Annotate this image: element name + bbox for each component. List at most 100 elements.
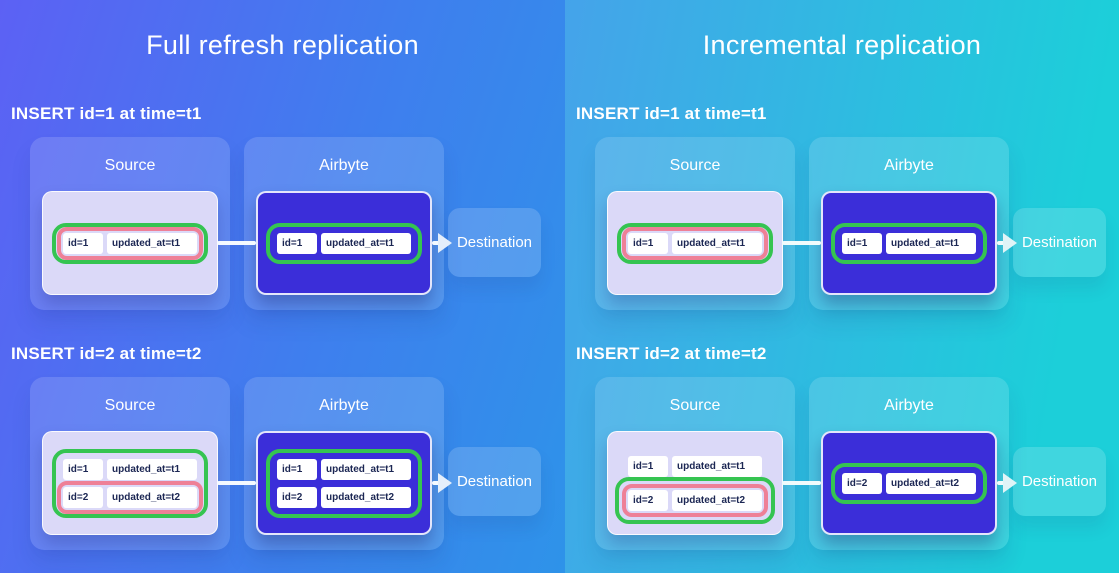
- destination-card: Destination: [448, 208, 541, 277]
- card-title: Airbyte: [884, 157, 934, 174]
- card-title: Airbyte: [319, 397, 369, 414]
- destination-label: Destination: [1021, 234, 1098, 251]
- destination-label: Destination: [456, 473, 533, 490]
- cell-id: id=1: [63, 232, 103, 254]
- destination-card: Destination: [448, 447, 541, 516]
- airbyte-destination-connector: [432, 481, 442, 485]
- destination-label: Destination: [456, 234, 533, 251]
- insert-event-label: INSERT id=1 at time=t1: [11, 104, 202, 123]
- cell-id: id=1: [628, 455, 668, 477]
- arrow-right-icon: [438, 473, 452, 493]
- card-title: Airbyte: [319, 157, 369, 174]
- cell-id: id=2: [628, 489, 668, 511]
- destination-label: Destination: [1021, 473, 1098, 490]
- cell-id: id=1: [277, 232, 317, 254]
- cell-id: id=2: [842, 472, 882, 494]
- insert-event-label: INSERT id=2 at time=t2: [11, 344, 202, 363]
- source-airbyte-connector: [217, 481, 256, 485]
- card-title: Source: [669, 397, 721, 414]
- insert-event-label: INSERT id=2 at time=t2: [576, 344, 767, 363]
- airbyte-destination-connector: [997, 481, 1007, 485]
- card-title: Airbyte: [884, 397, 934, 414]
- arrow-right-icon: [438, 233, 452, 253]
- source-airbyte-connector: [217, 241, 256, 245]
- destination-card: Destination: [1013, 208, 1106, 277]
- cell-updated: updated_at=t1: [107, 458, 197, 480]
- cell-id: id=1: [842, 232, 882, 254]
- cell-updated: updated_at=t1: [672, 455, 762, 477]
- cell-updated: updated_at=t1: [321, 232, 411, 254]
- card-title: Source: [669, 157, 721, 174]
- cell-updated: updated_at=t1: [321, 458, 411, 480]
- destination-card: Destination: [1013, 447, 1106, 516]
- panel-title: Full refresh replication: [146, 30, 419, 60]
- cell-updated: updated_at=t2: [321, 486, 411, 508]
- card-title: Source: [104, 397, 156, 414]
- source-airbyte-connector: [782, 481, 821, 485]
- cell-id: id=1: [63, 458, 103, 480]
- cell-updated: updated_at=t2: [886, 472, 976, 494]
- panel-title: Incremental replication: [702, 30, 982, 60]
- airbyte-destination-connector: [997, 241, 1007, 245]
- card-title: Source: [104, 157, 156, 174]
- arrow-right-icon: [1003, 473, 1017, 493]
- cell-updated: updated_at=t1: [672, 232, 762, 254]
- arrow-right-icon: [1003, 233, 1017, 253]
- cell-updated: updated_at=t1: [886, 232, 976, 254]
- cell-id: id=1: [628, 232, 668, 254]
- insert-event-label: INSERT id=1 at time=t1: [576, 104, 767, 123]
- cell-updated: updated_at=t2: [672, 489, 762, 511]
- cell-id: id=2: [63, 486, 103, 508]
- source-airbyte-connector: [782, 241, 821, 245]
- cell-updated: updated_at=t1: [107, 232, 197, 254]
- cell-id: id=2: [277, 486, 317, 508]
